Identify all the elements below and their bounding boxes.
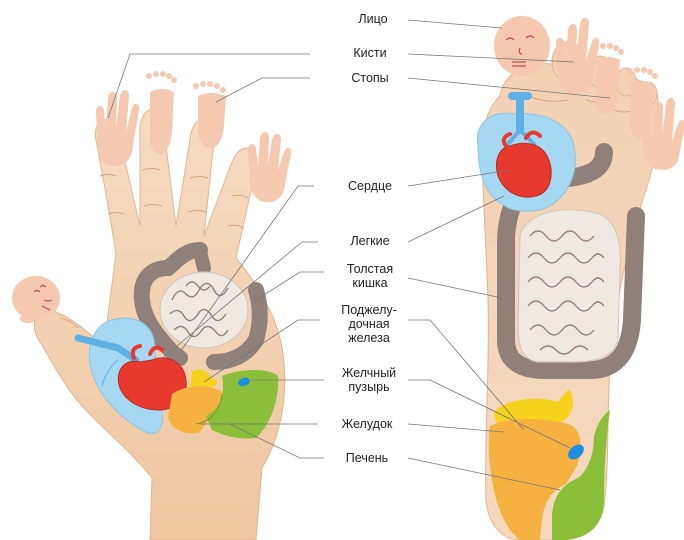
hand-small-hand-icon-2 — [248, 132, 291, 202]
hand-small-hand-icon — [96, 90, 139, 166]
label-gallbladder: Желчный пузырь — [328, 366, 410, 394]
leader-feet-hand — [216, 78, 310, 102]
label-liver: Печень — [324, 451, 410, 465]
label-feet: Стопы — [334, 71, 406, 85]
foot-face-icon — [494, 16, 550, 76]
hand-small-foot-icon-1 — [146, 71, 177, 154]
leader-colon-hand — [256, 272, 324, 300]
label-hands: Кисти — [334, 46, 406, 60]
label-lungs: Легкие — [332, 234, 408, 248]
label-colon: Толстая кишка — [330, 262, 410, 290]
label-pancreas: Поджелу- дочная железа — [328, 303, 410, 345]
leader-face-foot — [408, 20, 502, 28]
leader-hands-foot — [408, 54, 574, 62]
label-face: Лицо — [338, 12, 408, 26]
label-stomach: Желудок — [324, 417, 410, 431]
label-heart: Сердце — [332, 179, 408, 193]
